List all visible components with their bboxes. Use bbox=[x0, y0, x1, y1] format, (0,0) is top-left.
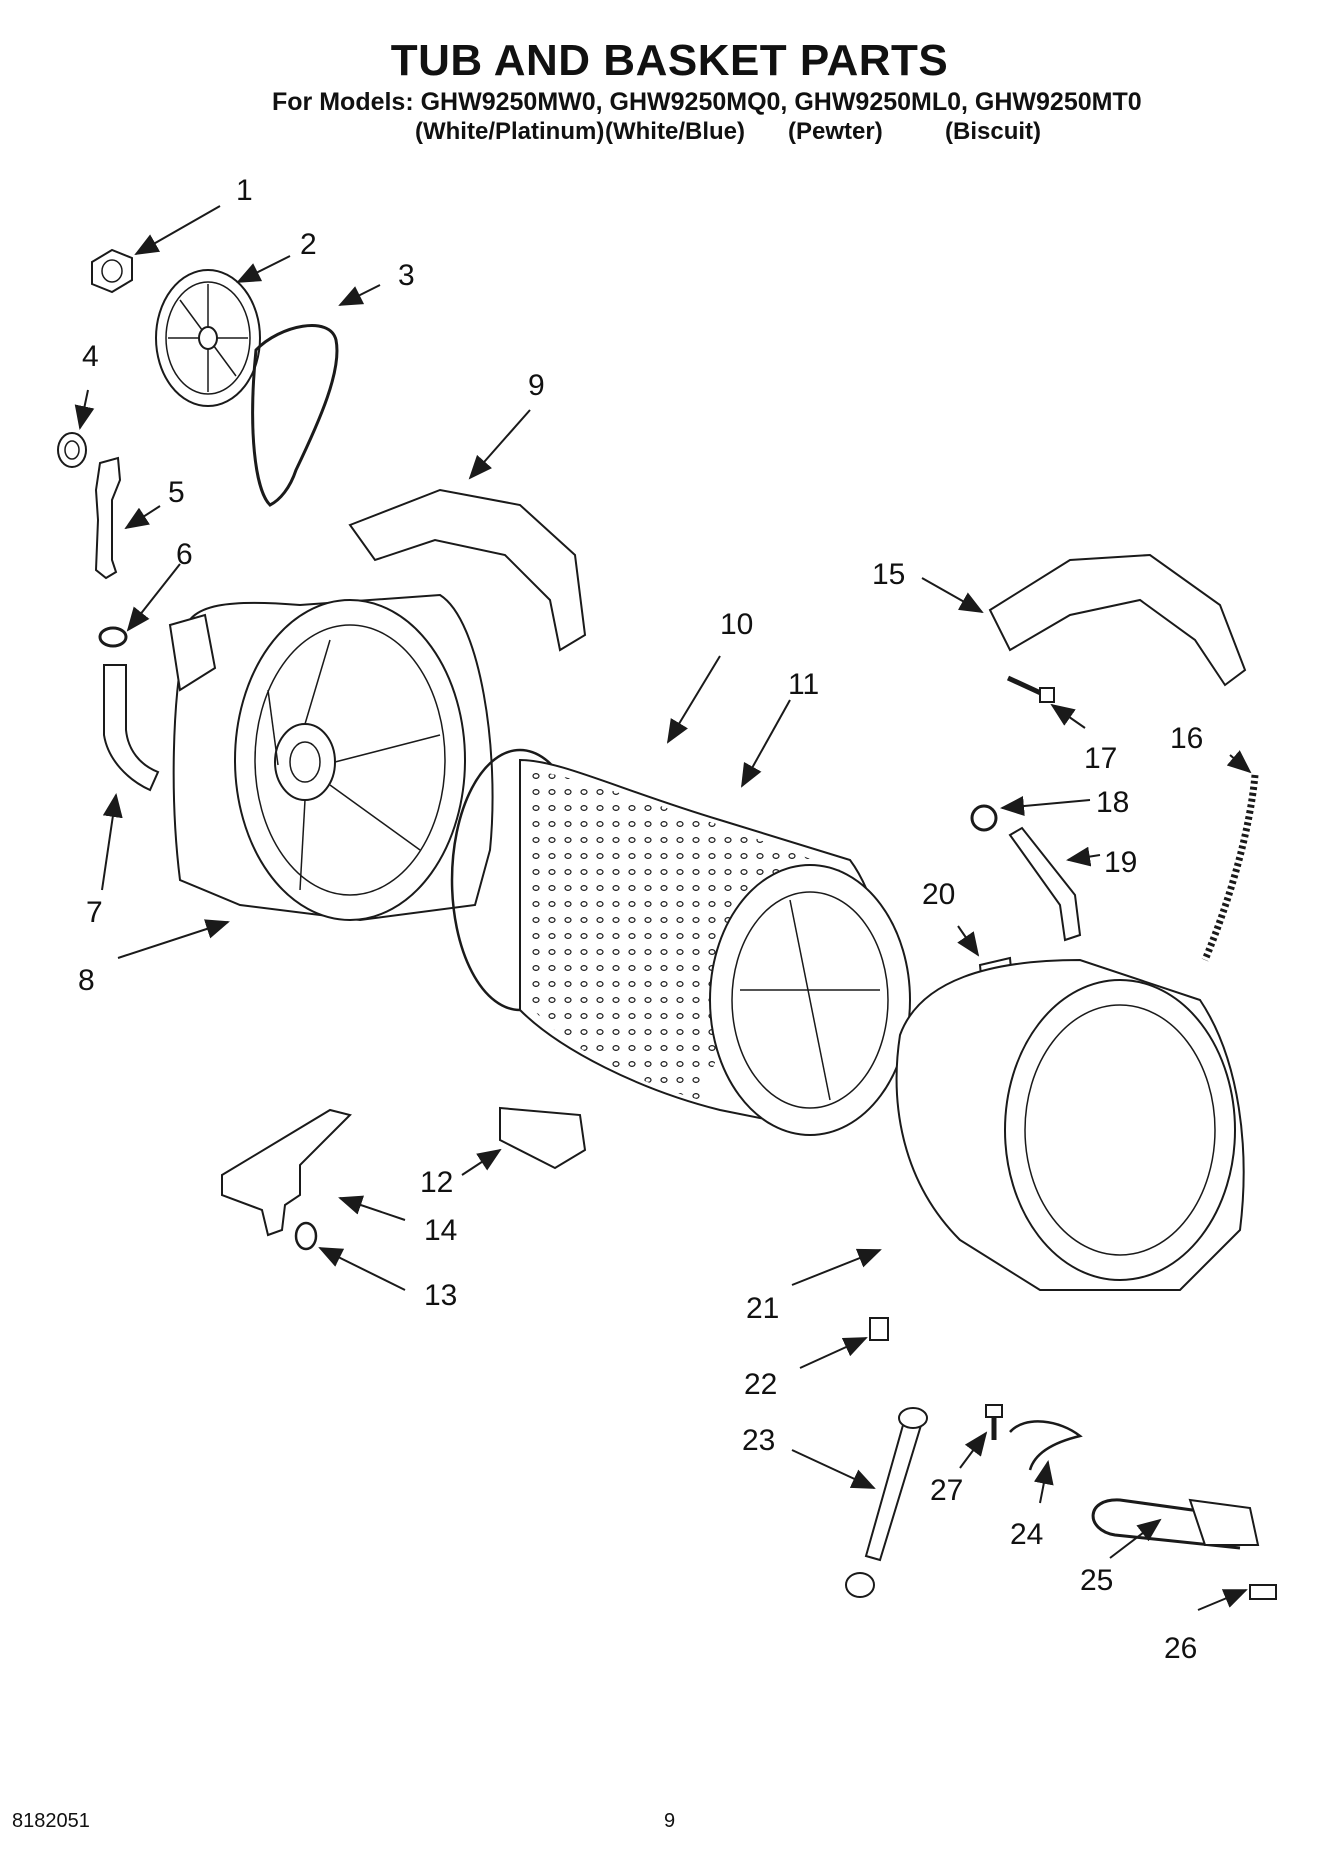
clip-part bbox=[970, 804, 998, 832]
callout-8: 8 bbox=[78, 964, 95, 997]
front-counterweight-part bbox=[988, 553, 1247, 687]
bracket-part bbox=[94, 456, 122, 580]
callout-14: 14 bbox=[424, 1214, 457, 1247]
cap-part bbox=[57, 432, 87, 468]
callout-7: 7 bbox=[86, 896, 103, 929]
callout-11: 11 bbox=[788, 668, 819, 701]
pulley-part bbox=[155, 269, 261, 407]
document-number: 8182051 bbox=[12, 1810, 90, 1832]
lever-part bbox=[221, 1108, 352, 1237]
callout-27: 27 bbox=[930, 1474, 963, 1507]
callout-25: 25 bbox=[1080, 1564, 1113, 1597]
nut-part bbox=[91, 248, 133, 294]
page-number: 9 bbox=[664, 1810, 676, 1832]
tub-clip-part bbox=[869, 1317, 889, 1341]
color-pewter: (Pewter) bbox=[788, 118, 883, 145]
callout-26: 26 bbox=[1164, 1632, 1197, 1665]
callout-2: 2 bbox=[300, 228, 317, 261]
basket-baffle-part bbox=[499, 1106, 587, 1170]
callout-20: 20 bbox=[922, 878, 955, 911]
spring-part bbox=[1201, 774, 1259, 962]
basket-part bbox=[519, 758, 911, 1136]
models-line: For Models: GHW9250MW0, GHW9250MQ0, GHW9… bbox=[272, 88, 1142, 116]
callout-19: 19 bbox=[1104, 846, 1137, 879]
bolt-part bbox=[985, 1404, 1003, 1440]
wire-harness-part bbox=[1009, 1420, 1083, 1471]
color-biscuit: (Biscuit) bbox=[945, 118, 1041, 145]
hose-part bbox=[103, 664, 160, 792]
heater-part bbox=[1091, 1498, 1260, 1550]
rear-tub-part bbox=[168, 593, 494, 922]
callout-3: 3 bbox=[398, 259, 415, 292]
callout-24: 24 bbox=[1010, 1518, 1043, 1551]
callout-arrows bbox=[74, 205, 1252, 1611]
callout-1: 1 bbox=[236, 174, 253, 207]
drive-belt-part bbox=[251, 324, 339, 507]
rear-counterweight-part bbox=[348, 488, 587, 652]
callout-6: 6 bbox=[176, 538, 193, 571]
callout-12: 12 bbox=[420, 1166, 453, 1199]
o-ring-part bbox=[294, 1221, 318, 1251]
callout-23: 23 bbox=[742, 1424, 775, 1457]
sensor-part bbox=[1249, 1584, 1277, 1600]
callout-18: 18 bbox=[1096, 786, 1129, 819]
shock-absorber-part bbox=[845, 1407, 928, 1598]
callout-labels: 1 2 3 4 5 6 7 8 9 10 11 12 13 14 15 16 1… bbox=[78, 174, 1203, 1665]
color-white-blue: (White/Blue) bbox=[605, 118, 745, 145]
callout-22: 22 bbox=[744, 1368, 777, 1401]
screw-part bbox=[1006, 675, 1055, 703]
callout-5: 5 bbox=[168, 476, 185, 509]
callout-10: 10 bbox=[720, 608, 753, 641]
callout-21: 21 bbox=[746, 1292, 779, 1325]
clamp-part bbox=[98, 626, 128, 648]
callout-15: 15 bbox=[872, 558, 905, 591]
page-title: TUB AND BASKET PARTS bbox=[390, 36, 949, 85]
callout-16: 16 bbox=[1170, 722, 1203, 755]
front-tub-part bbox=[895, 958, 1245, 1291]
callout-9: 9 bbox=[528, 369, 545, 402]
color-white-platinum: (White/Platinum) bbox=[415, 118, 605, 145]
callout-17: 17 bbox=[1084, 742, 1117, 775]
bellows-part bbox=[1008, 826, 1082, 942]
callout-4: 4 bbox=[82, 340, 99, 373]
callout-13: 13 bbox=[424, 1279, 457, 1312]
